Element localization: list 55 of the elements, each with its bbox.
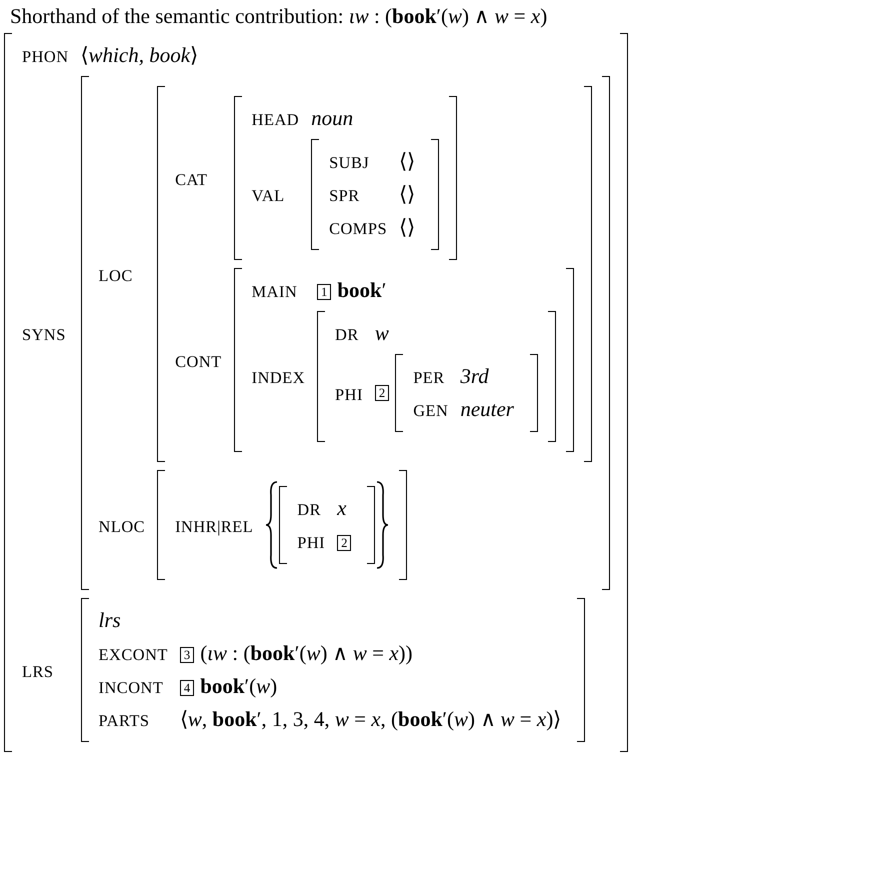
feature-value: ⟨⟩ xyxy=(399,149,416,173)
feature-name: DR xyxy=(297,500,321,519)
feature-value: (ιw : (book′(w) ∧ w = x)) xyxy=(200,641,413,665)
feature-name: PER xyxy=(413,368,445,387)
avm-matrix xyxy=(317,311,556,442)
feature-name: PHON xyxy=(22,47,69,66)
feature-name: MAIN xyxy=(252,282,298,301)
feature-name: INHR|REL xyxy=(175,516,254,536)
feature-value: book′(w) xyxy=(200,674,278,698)
feature-name: COMPS xyxy=(329,219,388,238)
tag-box: 2 xyxy=(374,384,390,402)
feature-name: CONT xyxy=(175,352,222,370)
avm-matrix xyxy=(157,86,592,462)
feature-value: neuter xyxy=(460,397,514,421)
avm-matrix xyxy=(395,354,538,432)
feature-value: book′ xyxy=(337,278,386,302)
feature-name: SPR xyxy=(329,186,360,205)
title: Shorthand of the semantic contribution: ιw : (book′(w) ∧ w = x) xyxy=(10,4,548,29)
feature-name: NLOC xyxy=(98,516,146,536)
feature-value: w xyxy=(374,321,389,345)
avm-matrix xyxy=(311,139,440,250)
avm-matrix xyxy=(80,76,610,590)
feature-value: 3rd xyxy=(460,364,489,388)
feature-value: ⟨w, book′, 1, 3, 4, w = x, (book′(w) ∧ w = x)⟩ xyxy=(180,707,562,731)
feature-name: VAL xyxy=(252,186,285,205)
feature-name: CAT xyxy=(175,170,208,188)
avm-matrix xyxy=(4,33,628,752)
feature-name: INDEX xyxy=(252,368,306,387)
feature-name: LRS xyxy=(22,662,54,680)
avm-matrix xyxy=(279,486,376,564)
feature-name: PHI xyxy=(297,533,326,552)
avm-matrix xyxy=(234,268,574,452)
feature-name: LOC xyxy=(98,266,133,284)
tag-box: 1 xyxy=(317,284,332,300)
feature-value: ⟨which, book⟩ xyxy=(80,43,198,67)
feature-value: ⟨⟩ xyxy=(399,215,416,239)
feature-name: PARTS xyxy=(98,711,150,730)
feature-name: EXCONT xyxy=(98,645,168,664)
feature-name: PHI xyxy=(335,384,363,404)
feature-value: noun xyxy=(311,106,354,130)
tag-box: 3 xyxy=(180,646,194,664)
feature-value: x xyxy=(337,496,346,520)
feature-value: ⟨⟩ xyxy=(399,182,416,206)
feature-name: INCONT xyxy=(98,678,164,697)
feature-value: lrs xyxy=(98,608,121,632)
feature-name: SUBJ xyxy=(329,153,370,172)
feature-name: DR xyxy=(335,325,359,344)
tag-box: 2 xyxy=(337,534,352,552)
avm-matrix xyxy=(157,470,408,580)
avm-matrix xyxy=(80,598,586,742)
avm-matrix xyxy=(234,96,458,260)
tag-box: 4 xyxy=(180,680,194,696)
feature-name: HEAD xyxy=(252,110,300,129)
feature-name: SYNS xyxy=(22,324,66,344)
feature-name: GEN xyxy=(413,401,448,420)
